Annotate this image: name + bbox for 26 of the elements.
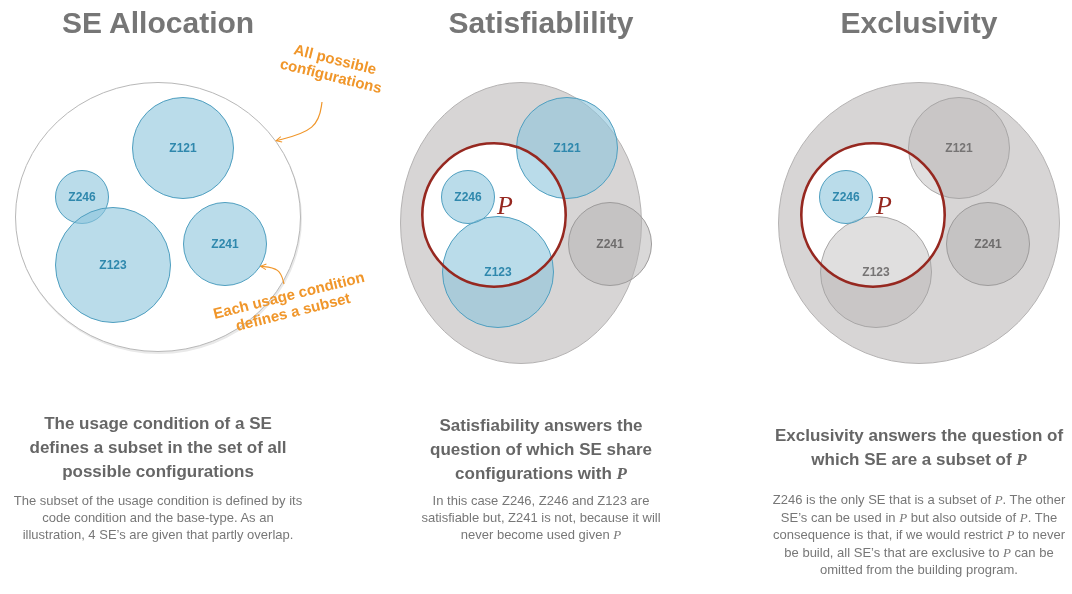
panel-description: The subset of the usage condition is defined by its code condition and the base-type. As an illustration, 4 SE’s are given that partly overlap. [13,492,303,543]
panel-description: Z246 is the only SE that is a subset of P. The other SE’s can be used in P but also outside of P. The consequence is that, if we would restrict P to never be build, all SE’s that are exclusive to P can be omitted from the building program. [771,491,1067,579]
panel-title: Satisfiablility [447,5,635,41]
leader-arrow [275,101,323,143]
leader-arrow [259,263,285,285]
circle-label: Z121 [169,142,197,154]
p-symbol: P [497,193,513,219]
circle-label: Z246 [454,191,482,203]
panel-heading: The usage condition of a SE defines a subset in the set of all possible configurations [28,413,288,483]
circle-label: Z241 [211,238,239,250]
panel-description: In this case Z246, Z246 and Z123 are satisfiable but, Z241 is not, because it will never become used given P [420,492,662,543]
panel-title: Exclusivity [839,5,999,41]
circle-label: Z241 [974,238,1002,250]
circle-label: Z121 [945,142,973,154]
circle-label: Z246 [832,191,860,203]
panel-title: SE Allocation [60,5,256,41]
circle-label: Z246 [68,191,96,203]
circle-label: Z123 [862,266,890,278]
panel-heading: Satisfiability answers the question of which SE share configurations with P [429,415,653,485]
callout-text: Each usage condition defines a subset [210,266,367,336]
circle-label: Z121 [553,142,581,154]
p-symbol: P [876,193,892,219]
circle-label: Z241 [596,238,624,250]
panel-heading: Exclusivity answers the question of which SE are a subset of P [774,425,1064,471]
circle-label: Z123 [484,266,512,278]
circle-label: Z123 [99,259,127,271]
